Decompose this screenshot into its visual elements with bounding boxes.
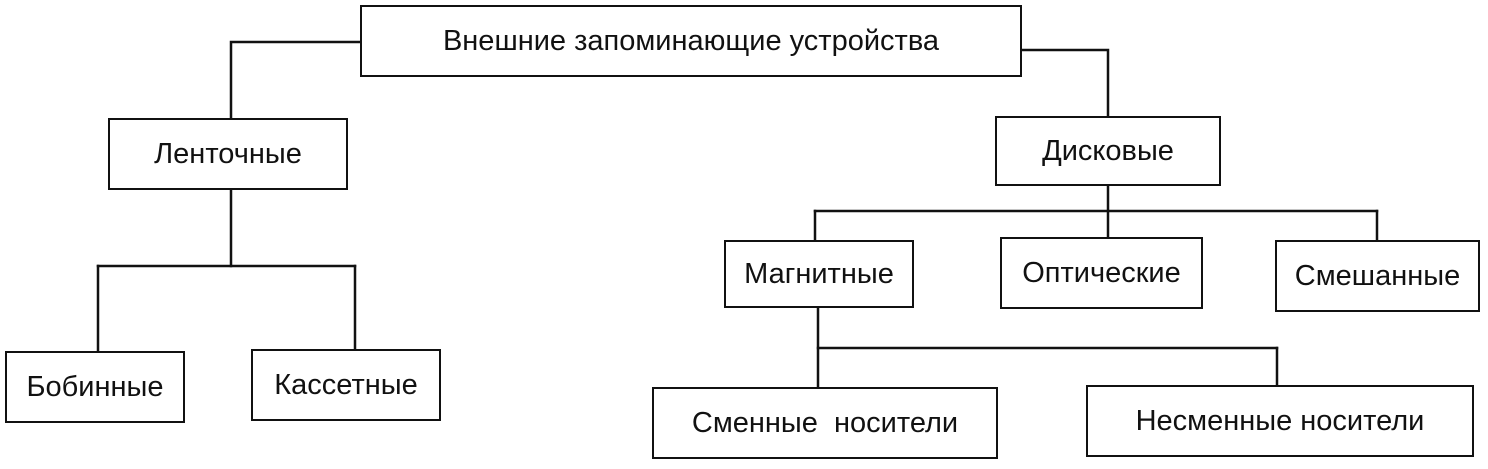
magnetic-node-label: Магнитные [744, 257, 894, 290]
tape-node: Ленточные [108, 118, 348, 190]
disk-node: Дисковые [995, 116, 1221, 186]
cassette-node: Кассетные [251, 349, 441, 421]
root-node: Внешние запоминающие устройства [360, 5, 1022, 77]
connector-root-tape [229, 40, 362, 120]
reel-node-label: Бобинные [26, 370, 164, 403]
cassette-node-label: Кассетные [274, 368, 418, 401]
mixed-node: Смешанные [1275, 240, 1480, 312]
removable-media-node: Сменные носители [652, 387, 998, 459]
magnetic-node: Магнитные [724, 240, 914, 308]
root-node-label: Внешние запоминающие устройства [442, 24, 940, 57]
removable-media-label: Сменные носители [691, 406, 959, 439]
tape-node-label: Ленточные [154, 137, 302, 170]
disk-node-label: Дисковые [1042, 134, 1174, 167]
fixed-media-label: Несменные носители [1135, 404, 1425, 437]
mixed-node-label: Смешанные [1294, 259, 1461, 292]
optical-node: Оптические [1000, 237, 1203, 309]
reel-node: Бобинные [5, 351, 185, 423]
fixed-media-node: Несменные носители [1086, 385, 1474, 457]
optical-node-label: Оптические [1022, 256, 1181, 289]
connector-root-disk [1020, 48, 1110, 118]
